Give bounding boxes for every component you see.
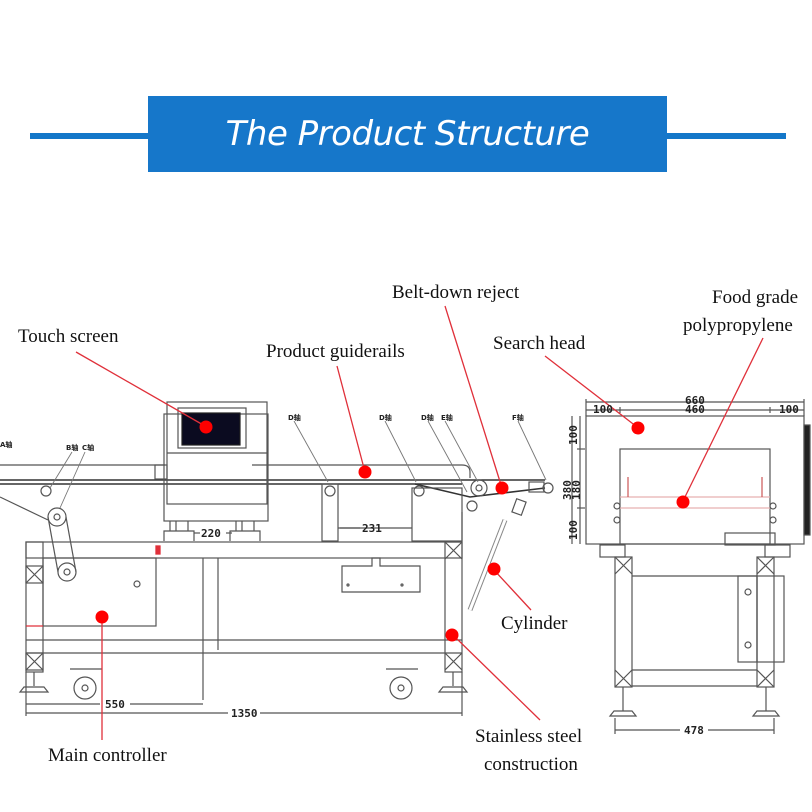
marker-touch-screen <box>199 420 213 434</box>
leader-guiderails <box>336 365 366 473</box>
banner-line-left <box>30 133 150 139</box>
shaft-label-d3: D轴 <box>421 413 434 422</box>
dim-front-top-margin: 100 <box>567 425 580 445</box>
marker-main-controller <box>95 610 109 624</box>
leader-stainless <box>452 634 541 721</box>
product-guiderail <box>0 464 471 478</box>
callout-stainless-line1: Stainless steel <box>475 726 583 747</box>
dim-front-aperture-width: 460 <box>685 403 705 416</box>
dim-roller-span: 231 <box>362 522 382 535</box>
marker-search-head <box>631 421 645 435</box>
front-view <box>571 399 811 734</box>
shaft-label-a: A轴 <box>0 440 12 449</box>
frame-side <box>18 483 527 716</box>
callout-search-head: Search head <box>493 333 586 354</box>
callout-food-grade-line1: Food grade <box>712 287 799 308</box>
leader-touch-screen <box>75 351 206 427</box>
leader-belt-down-reject <box>444 305 503 489</box>
callout-leaders <box>26 305 764 740</box>
rollers <box>0 479 554 582</box>
dim-head-width: 220 <box>201 527 221 540</box>
marker-guiderails <box>358 465 372 479</box>
conveyor-belt <box>0 479 546 498</box>
shaft-label-e: E轴 <box>441 413 453 422</box>
dim-front-side-right: 100 <box>779 403 799 416</box>
dim-front-total-width: 660 <box>685 394 705 407</box>
title-banner: The Product Structure <box>148 96 667 172</box>
marker-cylinder <box>487 562 501 576</box>
callout-main-controller: Main controller <box>48 745 167 766</box>
red-tag <box>155 545 161 555</box>
shaft-label-d1: D轴 <box>288 413 301 422</box>
dim-leg-span: 478 <box>684 724 704 737</box>
head-feet <box>163 521 261 541</box>
callout-product-guiderails: Product guiderails <box>266 341 405 362</box>
shaft-label-d2: D轴 <box>379 413 392 422</box>
dim-front-bottom-margin: 100 <box>567 520 580 540</box>
callout-markers <box>95 420 690 642</box>
dim-controller-length: 550 <box>105 698 125 711</box>
callout-belt-down-reject: Belt-down reject <box>392 282 520 303</box>
page-title: The Product Structure <box>225 114 590 154</box>
shaft-label-f: F轴 <box>512 413 524 422</box>
marker-belt-down-reject <box>495 481 509 495</box>
leader-food-grade <box>682 337 764 502</box>
leader-cylinder <box>493 569 532 611</box>
marker-stainless <box>445 628 459 642</box>
callout-stainless-line2: construction <box>484 754 578 775</box>
shaft-label-b: B轴 <box>66 443 78 452</box>
marker-food-grade <box>676 495 690 509</box>
dim-front-side-left: 100 <box>593 403 613 416</box>
callout-touch-screen: Touch screen <box>18 326 119 347</box>
callout-food-grade-line2: polypropylene <box>683 315 793 336</box>
banner-line-right <box>664 133 786 139</box>
leader-search-head <box>544 355 638 428</box>
dim-front-aperture-height: 180 <box>570 480 583 500</box>
shaft-label-c: C轴 <box>82 443 94 452</box>
shaft-leaders <box>49 420 547 509</box>
dim-front-height-total: 380 <box>561 480 574 500</box>
callout-cylinder: Cylinder <box>501 613 568 634</box>
dim-total-length: 1350 <box>231 707 258 720</box>
